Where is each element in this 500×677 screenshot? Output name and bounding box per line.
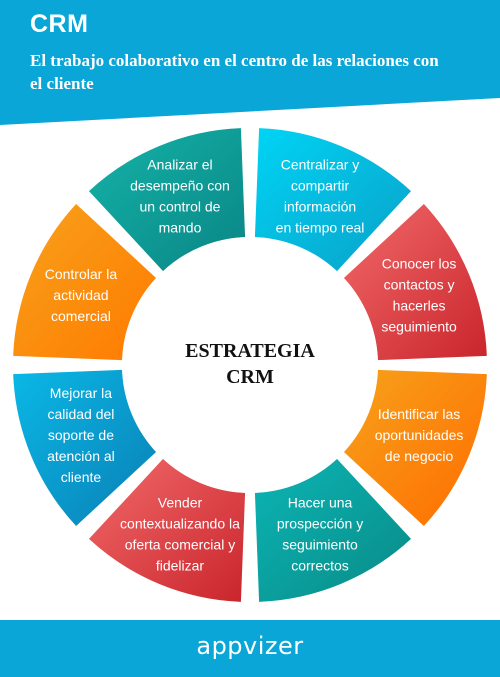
segment-support-text: Mejorar la: [50, 385, 112, 401]
brand-logo[interactable]: appvizer: [196, 632, 304, 660]
segment-sell-text: contextualizando la: [120, 516, 240, 532]
segment-prospecting-text: Hacer una: [288, 495, 353, 511]
segment-centralize-text: información: [284, 198, 356, 214]
segment-control-text: actividad: [53, 287, 108, 303]
segment-sell-text: Vender: [158, 495, 203, 511]
center-title-line1: ESTRATEGIA: [185, 340, 315, 362]
center-circle: [122, 237, 378, 493]
segment-control-text: comercial: [51, 308, 111, 324]
page-title: CRM: [30, 10, 89, 38]
segment-know-contacts-text: seguimiento: [381, 318, 457, 334]
segment-opportunities-text: oportunidades: [375, 427, 464, 443]
segment-know-contacts: [343, 203, 487, 361]
segment-support-text: cliente: [61, 469, 102, 485]
segment-prospecting-text: seguimiento: [282, 537, 358, 553]
segment-know-contacts-text: hacerles: [393, 297, 446, 313]
segment-analyze-text: un control de: [139, 198, 220, 214]
segment-control: [13, 203, 157, 361]
segment-know-contacts-text: contactos y: [384, 276, 455, 292]
segment-control-text: Controlar la: [45, 266, 118, 282]
segment-support: [13, 369, 157, 527]
segment-centralize-text: compartir: [291, 177, 350, 193]
segment-opportunities: [343, 369, 487, 527]
segment-analyze-text: desempeño con: [130, 177, 230, 193]
segment-opportunities-text: de negocio: [385, 448, 454, 464]
segment-analyze-text: Analizar el: [147, 156, 212, 172]
segment-support-text: soporte de: [48, 427, 114, 443]
segment-centralize: [254, 128, 412, 272]
header-banner: [0, 0, 500, 125]
segment-opportunities-text: Identificar las: [378, 406, 460, 422]
segment-sell-text: fidelizar: [156, 558, 205, 574]
segment-prospecting-text: correctos: [291, 558, 349, 574]
center-title-line2: CRM: [226, 366, 274, 388]
segment-analyze: [88, 128, 246, 272]
segment-centralize-text: Centralizar y: [281, 156, 360, 172]
segment-support-text: atención al: [47, 448, 115, 464]
segment-sell: [88, 458, 246, 602]
strategy-wheel: Centralizar y compartir información en tiem…: [13, 128, 487, 602]
segment-know-contacts-text: Conocer los: [382, 255, 457, 271]
segment-prospecting-text: prospección y: [277, 516, 363, 532]
page-subtitle: El trabajo colaborativo en el centro de …: [30, 51, 439, 93]
footer-bar: appvizer: [0, 620, 500, 677]
segment-centralize-text: en tiempo real: [276, 219, 365, 235]
segment-analyze-text: mando: [159, 219, 202, 235]
segment-sell-text: oferta comercial y: [125, 537, 235, 553]
segment-support-text: calidad del: [47, 406, 114, 422]
segment-prospecting: [254, 458, 412, 602]
